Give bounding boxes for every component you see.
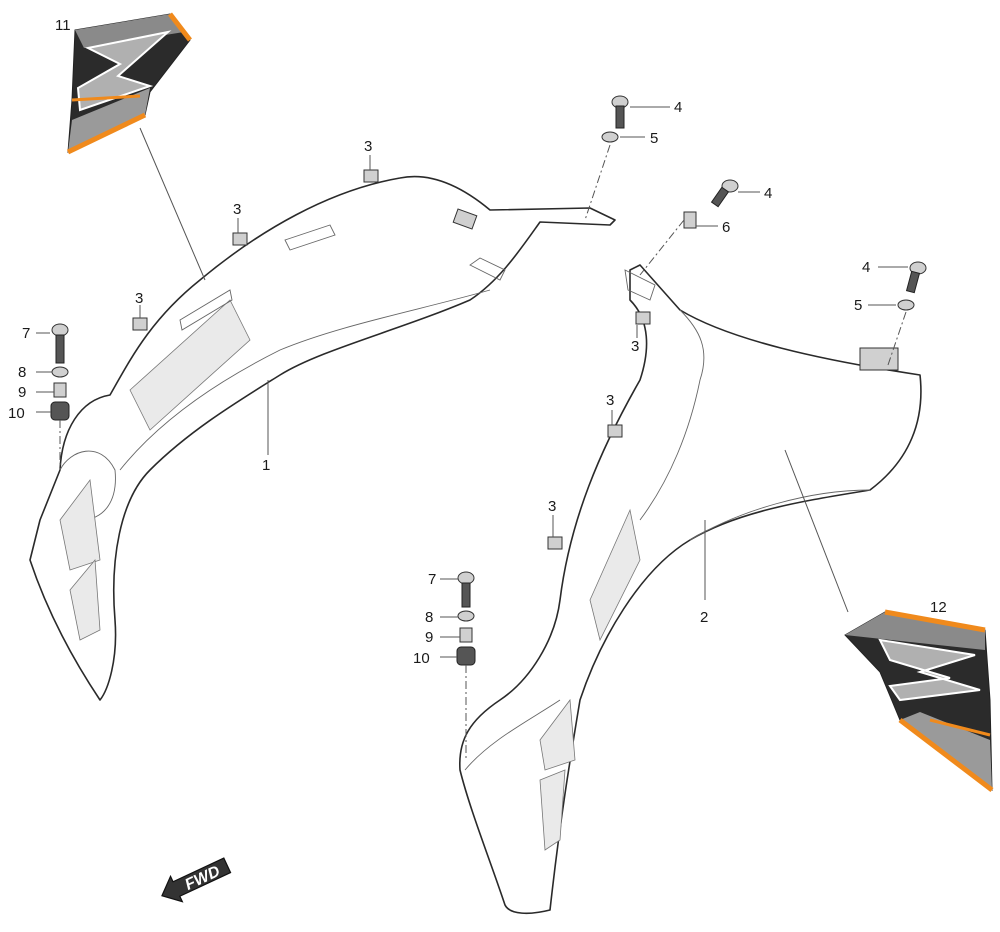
alignment-lines [59, 144, 907, 760]
callout-3: 3 [135, 290, 143, 307]
callout-12: 12 [930, 599, 947, 616]
clip-icon [547, 536, 563, 550]
callout-4: 4 [674, 99, 682, 116]
clip-icon [232, 232, 248, 246]
clip-group [132, 169, 651, 550]
bolt-icon [710, 179, 739, 208]
spacer-icon [53, 382, 67, 398]
bolt-icon [611, 95, 629, 129]
clip-icon [607, 424, 623, 438]
clip-icon [363, 169, 379, 183]
callout-1: 1 [262, 457, 270, 474]
callout-5: 5 [650, 130, 658, 147]
spacer-icon [683, 211, 697, 229]
decal-12 [844, 609, 994, 792]
washer-icon [897, 299, 915, 311]
clip-icon [132, 317, 148, 331]
callout-11: 11 [55, 17, 71, 34]
callout-2: 2 [700, 609, 708, 626]
clip-icon [635, 311, 651, 325]
callout-9: 9 [18, 384, 26, 401]
side-panel-left [29, 175, 616, 701]
callout-10: 10 [413, 650, 430, 667]
bolt-icon [905, 261, 927, 294]
callout-5: 5 [854, 297, 862, 314]
spacer-icon [459, 627, 473, 643]
callout-3: 3 [548, 498, 556, 515]
callout-7: 7 [428, 571, 436, 588]
callout-3: 3 [364, 138, 372, 155]
callout-8: 8 [425, 609, 433, 626]
bolt-icon [51, 323, 69, 364]
leader-lines [36, 106, 908, 658]
washer-icon [51, 366, 69, 378]
side-panel-right [459, 264, 922, 915]
callout-6: 6 [722, 219, 730, 236]
washer-icon [601, 131, 619, 143]
bolt-icon [457, 571, 475, 608]
callout-7: 7 [22, 325, 30, 342]
grommet-icon [50, 401, 70, 421]
callout-3: 3 [631, 338, 639, 355]
callout-4: 4 [862, 259, 870, 276]
callout-labels: 11 1 2 12 3 3 3 3 3 3 4 4 4 5 5 6 7 8 9 … [8, 17, 947, 667]
callout-3: 3 [233, 201, 241, 218]
callout-10: 10 [8, 405, 25, 422]
washer-icon [457, 610, 475, 622]
grommet-icon [456, 646, 476, 666]
hardware-group [50, 95, 927, 666]
callout-9: 9 [425, 629, 433, 646]
decal-11 [66, 12, 192, 155]
forward-arrow-icon: FWD [161, 857, 232, 903]
callout-3: 3 [606, 392, 614, 409]
callout-4: 4 [764, 185, 772, 202]
callout-8: 8 [18, 364, 26, 381]
